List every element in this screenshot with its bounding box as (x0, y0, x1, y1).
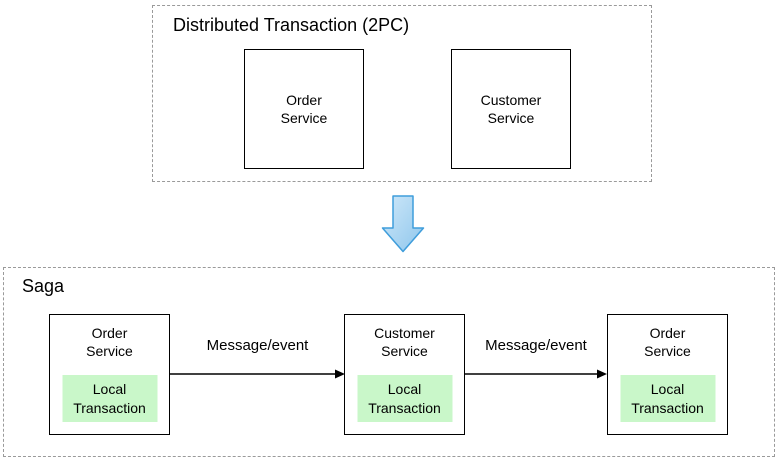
local-transaction-badge-1: Local Transaction (62, 375, 157, 422)
saga-order-service-label-1: Order Service (86, 325, 133, 360)
2pc-order-service-label: Order Service (280, 91, 328, 126)
message-arrow-1 (170, 369, 345, 379)
2pc-section-title: Distributed Transaction (2PC) (173, 15, 410, 35)
2pc-customer-service-label: Customer Service (480, 91, 542, 126)
2pc-customer-service-box: Customer Service (451, 49, 571, 169)
saga-section-title: Saga (22, 276, 65, 296)
saga-section: Saga Order Service Local Transaction Mes… (3, 267, 775, 457)
saga-order-service-label-2: Order Service (644, 325, 691, 360)
saga-customer-service-box: Customer Service Local Transaction (344, 314, 465, 435)
message-event-label-2: Message/event (485, 337, 587, 354)
saga-order-service-box-2: Order Service Local Transaction (607, 314, 728, 435)
local-transaction-badge-3: Local Transaction (620, 375, 715, 422)
saga-order-service-box-1: Order Service Local Transaction (49, 314, 170, 435)
2pc-order-service-box: Order Service (244, 49, 364, 169)
saga-customer-service-label: Customer Service (374, 325, 435, 360)
message-event-label-1: Message/event (206, 337, 309, 354)
2pc-section: Distributed Transaction (2PC) Order Serv… (152, 5, 652, 182)
down-arrow-icon (381, 195, 425, 253)
local-transaction-badge-2: Local Transaction (357, 375, 452, 422)
message-arrow-2 (465, 369, 607, 379)
